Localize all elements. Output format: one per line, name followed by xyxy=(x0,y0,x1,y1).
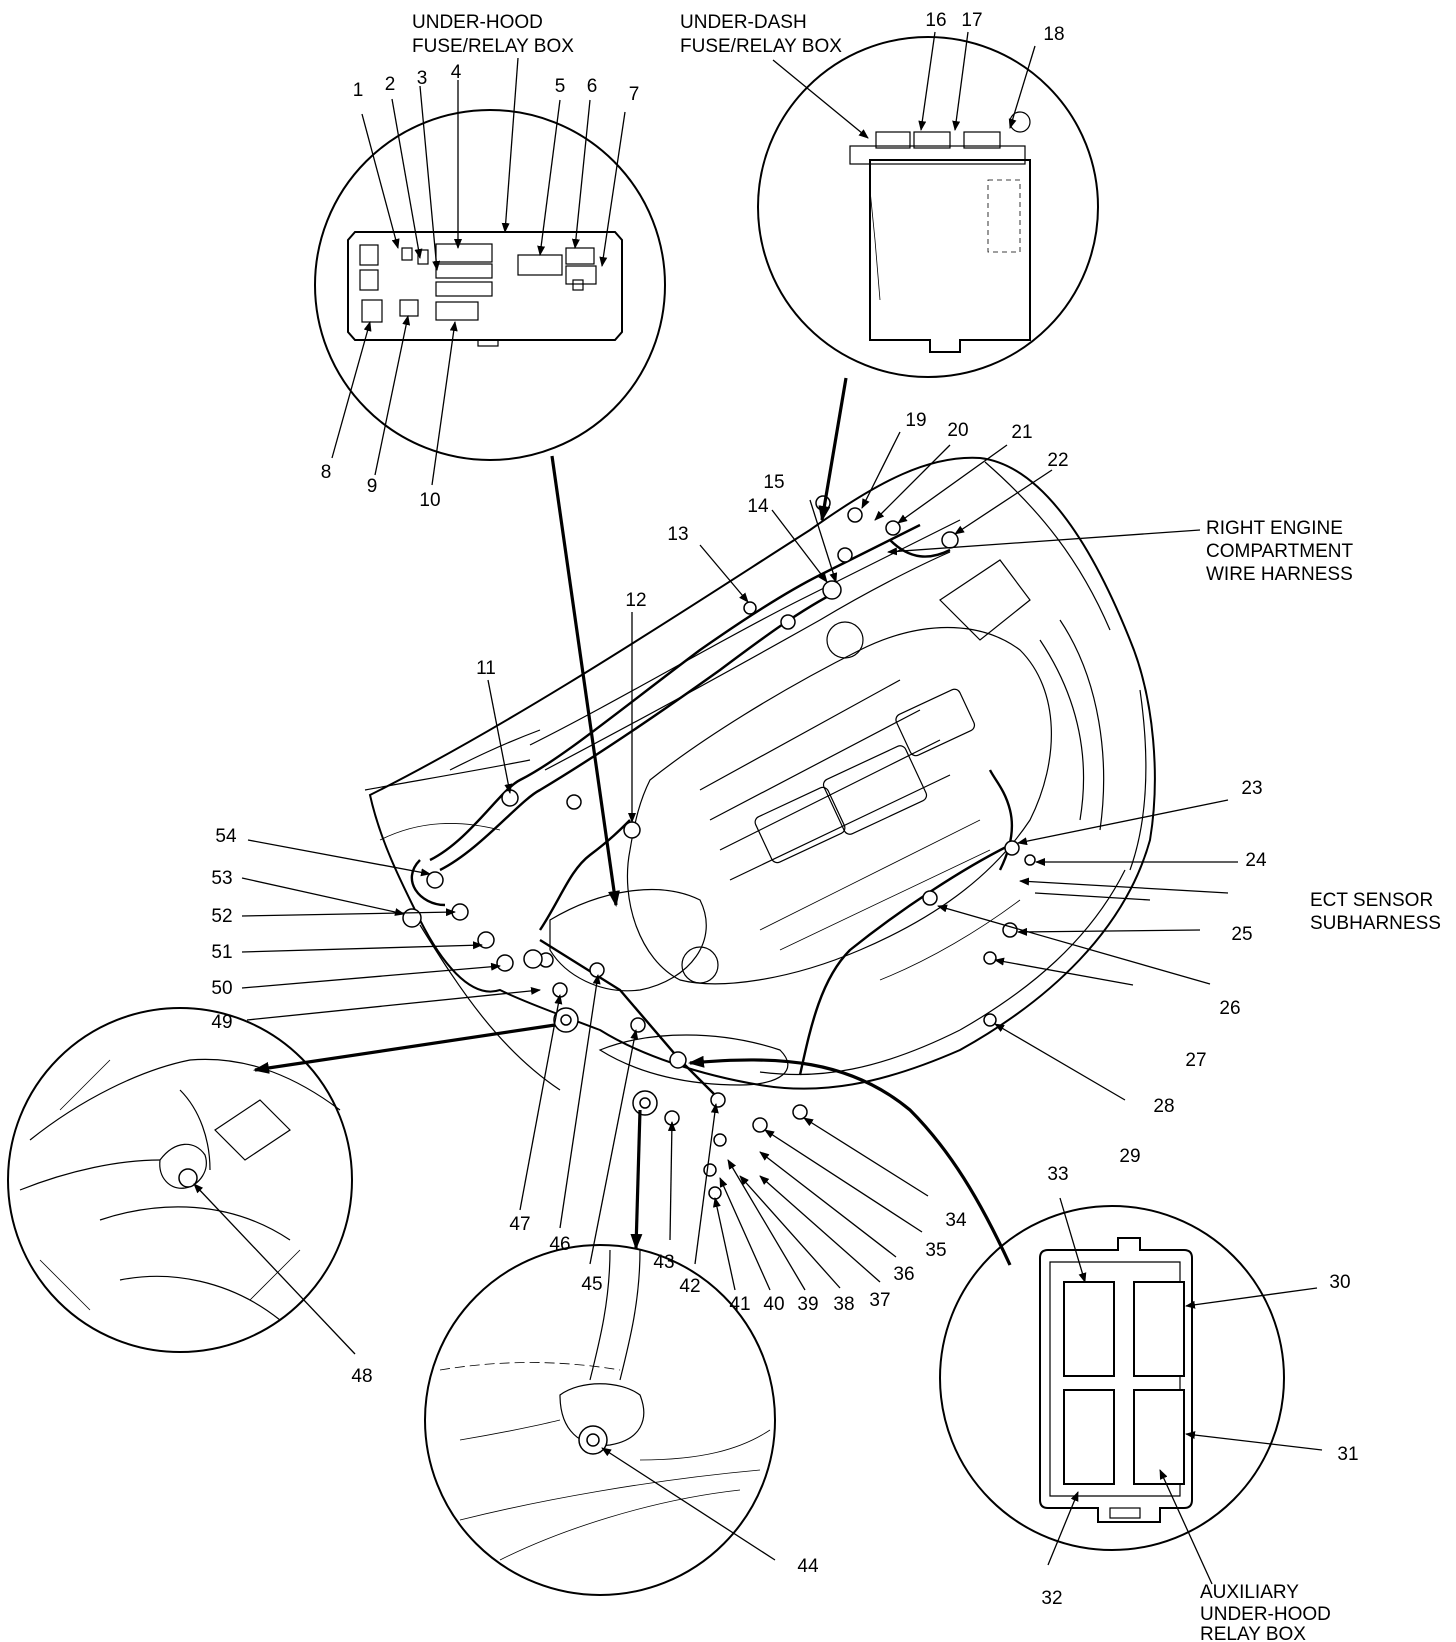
diagram-labels: UNDER-HOOD FUSE/RELAY BOX UNDER-DASH FUS… xyxy=(412,12,1441,1642)
callout-28: 28 xyxy=(1153,1096,1174,1117)
callout-18: 18 xyxy=(1043,24,1064,45)
under-hood-box-label-line2: FUSE/RELAY BOX xyxy=(412,36,574,57)
callout-17: 17 xyxy=(961,10,982,31)
callout-11: 11 xyxy=(476,658,496,679)
ect-subharness-label-line1: ECT SENSOR xyxy=(1310,890,1433,911)
callout-15: 15 xyxy=(763,472,784,493)
callout-52: 52 xyxy=(211,906,232,927)
callout-24: 24 xyxy=(1245,850,1267,871)
callout-33: 33 xyxy=(1047,1164,1068,1185)
callout-14: 14 xyxy=(747,496,769,517)
callout-41: 41 xyxy=(729,1294,750,1315)
callout-20: 20 xyxy=(947,420,968,441)
callout-8: 8 xyxy=(321,462,332,483)
callout-12: 12 xyxy=(625,590,646,611)
under-dash-fuse-box-detail xyxy=(757,36,1099,378)
callout-4: 4 xyxy=(451,62,462,83)
callout-6: 6 xyxy=(587,76,598,97)
callout-10: 10 xyxy=(419,490,440,511)
engine-compartment xyxy=(364,456,1156,1091)
callout-29: 29 xyxy=(1119,1146,1140,1167)
callout-38: 38 xyxy=(833,1294,854,1315)
under-hood-fuse-box-detail xyxy=(314,109,666,461)
callout-19: 19 xyxy=(905,410,926,431)
connector-44-detail xyxy=(424,1244,776,1596)
callout-54: 54 xyxy=(215,826,237,847)
callout-48: 48 xyxy=(351,1366,372,1387)
callout-31: 31 xyxy=(1337,1444,1358,1465)
callout-30: 30 xyxy=(1329,1272,1350,1293)
callout-40: 40 xyxy=(763,1294,784,1315)
aux-relay-box-detail xyxy=(939,1205,1285,1551)
callout-45: 45 xyxy=(581,1274,602,1295)
aux-relay-box-label-line3: RELAY BOX xyxy=(1200,1624,1306,1642)
callout-43: 43 xyxy=(653,1252,674,1273)
callout-44: 44 xyxy=(797,1556,819,1577)
callout-21: 21 xyxy=(1011,422,1032,443)
right-harness-label-line2: COMPARTMENT xyxy=(1206,541,1353,562)
callout-13: 13 xyxy=(667,524,688,545)
callout-3: 3 xyxy=(417,68,428,89)
harness-connectors xyxy=(402,495,1036,1200)
under-hood-box-label-line1: UNDER-HOOD xyxy=(412,12,543,33)
callout-53: 53 xyxy=(211,868,232,889)
callout-22: 22 xyxy=(1047,450,1068,471)
callout-35: 35 xyxy=(925,1240,946,1261)
callout-42: 42 xyxy=(679,1276,700,1297)
under-dash-box-label-line1: UNDER-DASH xyxy=(680,12,807,33)
ect-subharness-label-line2: SUBHARNESS xyxy=(1310,913,1441,934)
right-harness-label-line1: RIGHT ENGINE xyxy=(1206,518,1343,539)
callout-1: 1 xyxy=(353,80,364,101)
callout-9: 9 xyxy=(367,476,378,497)
detail-pointer-arrows xyxy=(253,377,1012,1266)
callout-5: 5 xyxy=(555,76,566,97)
callout-37: 37 xyxy=(869,1290,890,1311)
callout-23: 23 xyxy=(1241,778,1262,799)
callout-16: 16 xyxy=(925,10,946,31)
callout-36: 36 xyxy=(893,1264,914,1285)
callout-46: 46 xyxy=(549,1234,570,1255)
under-dash-box-label-line2: FUSE/RELAY BOX xyxy=(680,36,842,57)
callout-leaders xyxy=(193,31,1323,1585)
callout-50: 50 xyxy=(211,978,232,999)
callout-25: 25 xyxy=(1231,924,1252,945)
callout-2: 2 xyxy=(385,74,396,95)
connector-48-detail xyxy=(7,1007,353,1353)
callout-34: 34 xyxy=(945,1210,967,1231)
callout-26: 26 xyxy=(1219,998,1240,1019)
callout-49: 49 xyxy=(211,1012,232,1033)
callout-27: 27 xyxy=(1185,1050,1206,1071)
callout-47: 47 xyxy=(509,1214,530,1235)
right-harness-label-line3: WIRE HARNESS xyxy=(1206,564,1353,585)
callout-51: 51 xyxy=(211,942,232,963)
aux-relay-box-label-line1: AUXILIARY xyxy=(1200,1582,1299,1603)
callout-7: 7 xyxy=(629,84,640,105)
wire-harness-routing xyxy=(410,523,1014,1101)
callout-numbers: 1 2 3 4 5 6 7 8 9 10 11 12 13 14 15 16 1… xyxy=(211,10,1358,1609)
callout-39: 39 xyxy=(797,1294,818,1315)
callout-32: 32 xyxy=(1041,1588,1062,1609)
aux-relay-box-label-line2: UNDER-HOOD xyxy=(1200,1604,1331,1625)
